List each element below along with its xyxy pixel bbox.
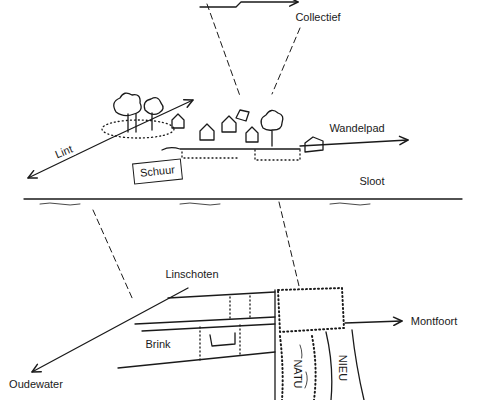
- ditch-line: [24, 198, 462, 199]
- zoom-line: [207, 4, 240, 96]
- barn-box: Schuur: [132, 158, 183, 184]
- field-stipple: [200, 296, 250, 361]
- tree-trunks: [128, 113, 152, 132]
- field-stipple: [102, 120, 174, 138]
- house: [172, 114, 184, 128]
- lane: [162, 148, 300, 150]
- house: [236, 110, 249, 121]
- zoom-line: [279, 202, 299, 286]
- nature-stipple: [278, 288, 344, 332]
- map-label: Linschoten: [164, 268, 219, 281]
- plot-stipple: [182, 150, 300, 160]
- house: [246, 127, 258, 142]
- house: [222, 116, 236, 132]
- zoom-line: [272, 28, 300, 94]
- map-label: Oudewater: [8, 378, 64, 391]
- map-label: Collectief: [294, 11, 341, 24]
- map-label: Montfoort: [410, 315, 458, 328]
- fields: [118, 290, 275, 400]
- barn-label: Schuur: [139, 163, 175, 180]
- collective-arrow: [200, 2, 298, 7]
- tree-crown: [114, 93, 141, 116]
- field-edge: [274, 290, 275, 400]
- nature-stipple: [280, 336, 283, 400]
- map-label: Sloot: [358, 175, 385, 188]
- map-label: Brink: [144, 338, 171, 351]
- nature-strip: [278, 288, 364, 400]
- zoom-line: [93, 210, 133, 300]
- map-label: NATU: [291, 358, 304, 389]
- trees: [102, 93, 283, 146]
- map-label: Wandelpad: [328, 122, 385, 135]
- canal-bank: [352, 330, 364, 400]
- map-label: Lint: [52, 142, 75, 161]
- zoom-lines: [93, 4, 300, 300]
- field-edge: [168, 292, 275, 298]
- nature-stipple: [312, 336, 316, 400]
- montfoort-arrow: [345, 321, 402, 323]
- walking-path-arrow: [300, 140, 408, 146]
- tree-crown: [144, 98, 163, 115]
- brink-road: [135, 317, 275, 331]
- canal-bank: [326, 332, 332, 400]
- tree: [261, 110, 283, 146]
- top-fragment: [200, 2, 298, 7]
- map-label: NIEU: [336, 354, 349, 382]
- field-plot: [210, 333, 235, 346]
- field-edge: [118, 352, 275, 368]
- house: [200, 124, 214, 140]
- ditch-water: [40, 203, 370, 205]
